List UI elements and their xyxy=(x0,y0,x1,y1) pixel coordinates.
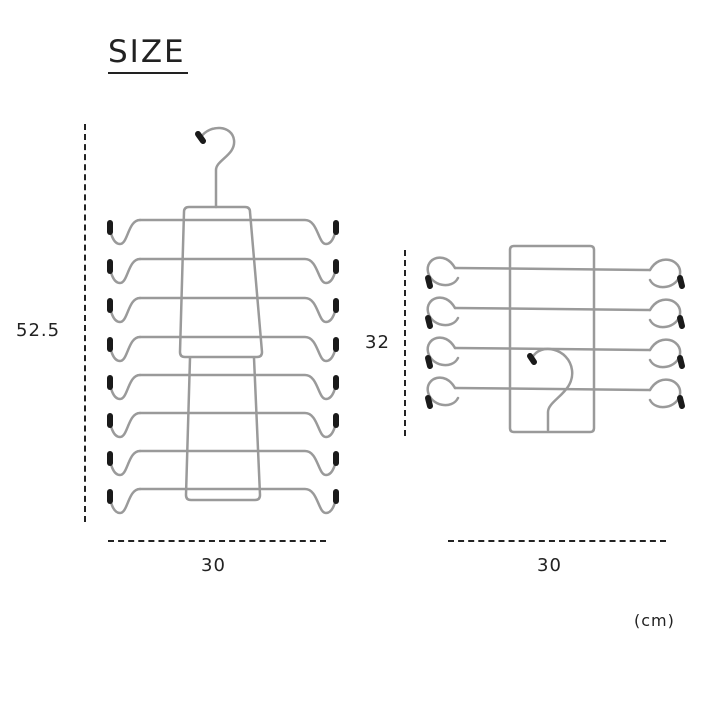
hook-tip xyxy=(677,395,685,409)
left-height-dimension-line xyxy=(84,124,86,522)
hanger-bar xyxy=(108,257,142,285)
hanger-bar xyxy=(108,218,142,246)
left-width-dimension-line xyxy=(108,540,326,542)
hanger-bar xyxy=(108,335,142,363)
folded-loop xyxy=(426,336,460,367)
folded-loop xyxy=(648,258,682,289)
section-title: SIZE xyxy=(108,34,186,70)
hook-tip xyxy=(527,353,537,365)
left-width-label: 30 xyxy=(201,555,226,576)
right-width-dimension-line xyxy=(448,540,666,542)
folded-bar xyxy=(453,266,652,272)
folded-loop xyxy=(426,256,460,287)
hanger-bar xyxy=(108,411,142,439)
folded-frame xyxy=(508,244,596,434)
hanger-bar xyxy=(138,449,338,477)
hanger-bar xyxy=(138,296,338,324)
folded-top-hook xyxy=(530,347,574,432)
right-height-dimension-line xyxy=(404,250,406,436)
folded-loop xyxy=(426,296,460,327)
hook-tip xyxy=(425,315,433,329)
hook-tip xyxy=(677,275,685,289)
hook-tip xyxy=(195,131,206,144)
folded-bar xyxy=(453,306,652,312)
hanger-bar xyxy=(138,257,338,285)
hanger-bar xyxy=(108,296,142,324)
hook-tip xyxy=(425,275,433,289)
title-underline xyxy=(108,72,188,74)
folded-bar xyxy=(453,386,652,392)
right-width-label: 30 xyxy=(537,555,562,576)
hanger-bar xyxy=(138,411,338,439)
folded-loop xyxy=(426,376,460,407)
folded-loop xyxy=(648,338,682,369)
hook-tip xyxy=(425,395,433,409)
left-height-label: 52.5 xyxy=(16,320,61,341)
right-height-label: 32 xyxy=(365,332,390,353)
top-hook xyxy=(199,126,236,209)
hook-tip xyxy=(677,355,685,369)
hook-tip xyxy=(425,355,433,369)
hook-tip xyxy=(677,315,685,329)
folded-loop xyxy=(648,378,682,409)
hanger-bar xyxy=(108,449,142,477)
hanger-bar xyxy=(138,218,338,246)
unit-label: (cm) xyxy=(634,611,675,630)
hanger-bar xyxy=(108,373,142,401)
folded-loop xyxy=(648,298,682,329)
upper-frame xyxy=(178,205,264,359)
hanger-bar xyxy=(108,487,142,515)
lower-frame xyxy=(184,356,262,502)
hanger-bar xyxy=(138,373,338,401)
